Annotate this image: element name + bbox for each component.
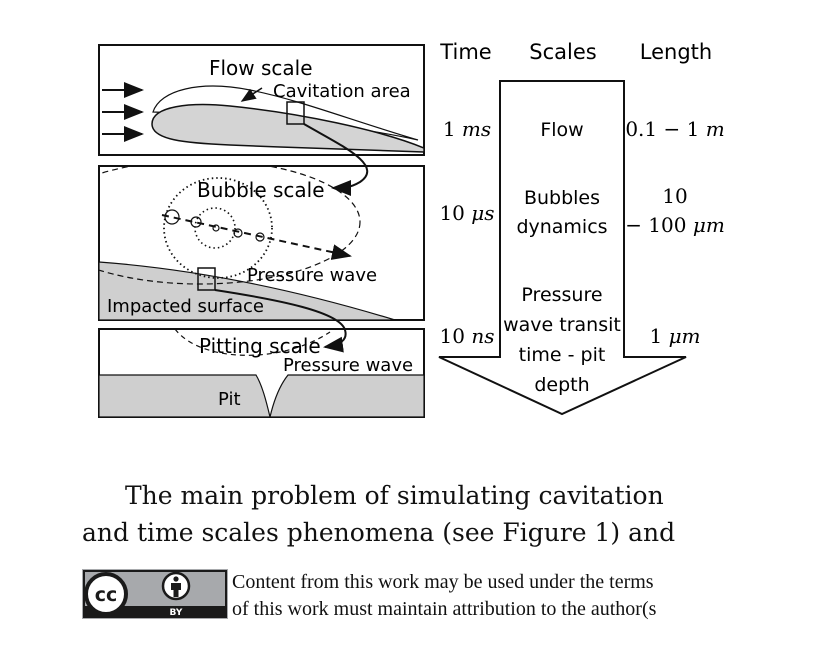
time-value-1: 1 ms <box>443 117 491 141</box>
scales-figure: Flow scale Cavitation area Bubble scale … <box>98 40 725 423</box>
time-value-2: 10 μs <box>439 201 494 225</box>
cavitation-area-label: Cavitation area <box>273 81 411 102</box>
impacted-surface <box>99 261 396 320</box>
time-header: Time <box>439 40 491 64</box>
pitting-scale-panel: Pitting scale Pressure wave Pit <box>98 328 425 423</box>
license-notice: cc BY Content from this work may be used… <box>82 569 742 620</box>
creative-commons-icon: cc <box>84 572 128 616</box>
by-text: BY <box>170 608 183 618</box>
cc-by-badge[interactable]: cc BY <box>82 569 228 619</box>
scales-header: Scales <box>529 40 596 64</box>
pitting-scale-title: Pitting scale <box>199 334 321 358</box>
flow-scale-title: Flow scale <box>209 56 313 80</box>
bubble-to-pit-connector <box>214 289 347 353</box>
length-value-1: 0.1 − 1 m <box>625 117 724 141</box>
pit-surface <box>99 374 424 417</box>
length-value-2: 10− 100 μm <box>625 184 725 237</box>
scale-down-arrow <box>438 80 687 416</box>
time-value-3: 10 ns <box>440 324 495 348</box>
flow-to-bubble-connector <box>303 123 369 196</box>
cc-text: cc <box>95 584 118 606</box>
impacted-surface-label: Impacted surface <box>107 296 264 317</box>
bubble-scale-title: Bubble scale <box>197 178 325 202</box>
bubble-scale-panel: Bubble scale Pressure wave Impacted surf… <box>98 165 425 321</box>
scale-value-1: Flow <box>540 119 583 141</box>
length-value-3: 1 μm <box>649 324 700 348</box>
license-line-2: of this work must maintain attribution t… <box>232 598 657 620</box>
attribution-person-icon <box>161 571 191 601</box>
paragraph-line-2: and time scales phenomena (see Figure 1)… <box>82 518 676 547</box>
paragraph-line-1: The main problem of simulating cavitatio… <box>125 481 664 510</box>
pitting-pressure-wave-label: Pressure wave <box>283 355 413 376</box>
pressure-wave-label: Pressure wave <box>247 265 377 286</box>
flow-scale-panel: Flow scale Cavitation area <box>98 44 425 156</box>
cavitation-zoom-box <box>286 101 305 125</box>
surface-zoom-box <box>197 267 216 291</box>
hydrofoil <box>151 103 424 153</box>
length-header: Length <box>640 40 712 64</box>
pit-label: Pit <box>218 389 241 410</box>
scale-table: Time Scales Length 1 ms Flow 0.1 − 1 m 1… <box>438 40 725 416</box>
license-line-1: Content from this work may be used under… <box>232 571 654 593</box>
